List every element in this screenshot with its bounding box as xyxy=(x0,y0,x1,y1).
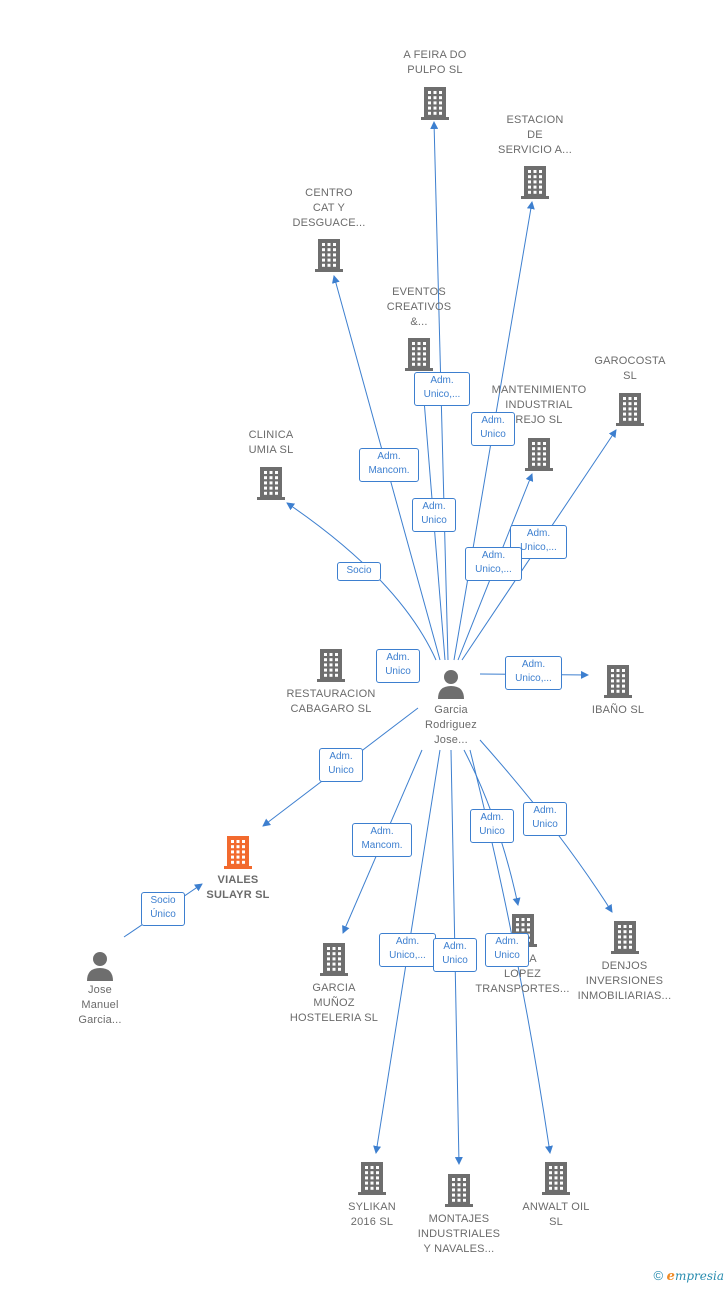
building-icon xyxy=(320,943,348,976)
node-label: RESTAURACION CABAGARO SL xyxy=(286,688,376,715)
node-garcia-munoz-hosteleria[interactable]: GARCIA MUÑOZ HOSTELERIA SL xyxy=(279,940,389,1030)
node-centro-cat-y-desguace[interactable]: CENTRO CAT Y DESGUACE... xyxy=(279,186,379,276)
edge-label-clinica[interactable]: Socio xyxy=(337,562,381,581)
node-person-jose-manuel-garcia[interactable]: Jose Manuel Garcia... xyxy=(60,948,140,1033)
edge-label-garcia-lopez[interactable]: Adm. Unico xyxy=(470,809,514,843)
person-icon xyxy=(438,670,464,699)
node-label: MONTAJES INDUSTRIALES Y NAVALES... xyxy=(417,1213,501,1255)
building-icon xyxy=(317,649,345,682)
copyright-symbol: © xyxy=(653,1268,664,1283)
node-a-feira-do-pulpo[interactable]: A FEIRA DO PULPO SL xyxy=(385,48,485,123)
building-icon xyxy=(616,393,644,426)
building-icon xyxy=(604,665,632,698)
node-sylikan-2016[interactable]: SYLIKAN 2016 SL xyxy=(322,1159,422,1234)
building-icon xyxy=(405,338,433,371)
node-clinica-umia[interactable]: CLINICA UMIA SL xyxy=(221,428,321,503)
node-denjos-inversiones[interactable]: DENJOS INVERSIONES INMOBILIARIAS... xyxy=(567,918,682,1008)
node-label: GAROCOSTA SL xyxy=(594,355,666,382)
building-icon xyxy=(358,1162,386,1195)
node-label: GARCIA MUÑOZ HOSTELERIA SL xyxy=(289,982,379,1024)
building-icon xyxy=(611,921,639,954)
node-label: A FEIRA DO PULPO SL xyxy=(403,49,467,76)
building-icon xyxy=(521,166,549,199)
building-icon xyxy=(542,1162,570,1195)
edge-label-mantenimiento[interactable]: Adm. Unico,... xyxy=(465,547,522,581)
brand-logo-text: mpresia xyxy=(674,1269,724,1283)
node-label: CENTRO CAT Y DESGUACE... xyxy=(292,187,366,229)
node-person-garcia-rodriguez-jose[interactable]: Garcia Rodriguez Jose... xyxy=(406,666,496,751)
edge-label-denjos[interactable]: Adm. Unico xyxy=(523,802,567,836)
node-label: VIALES SULAYR SL xyxy=(206,874,270,901)
node-label: ...CIA LOPEZ TRANSPORTES... xyxy=(475,953,570,995)
person-icon xyxy=(87,952,113,981)
node-ibano[interactable]: IBAÑO SL xyxy=(578,662,658,722)
edge-label-jose-manuel[interactable]: Socio Único xyxy=(141,892,185,926)
node-label: DENJOS INVERSIONES INMOBILIARIAS... xyxy=(577,960,672,1002)
building-icon xyxy=(315,239,343,272)
node-label: ANWALT OIL SL xyxy=(522,1201,590,1228)
building-icon xyxy=(257,467,285,500)
node-garocosta[interactable]: GAROCOSTA SL xyxy=(580,354,680,429)
building-icon xyxy=(445,1174,473,1207)
node-viales-sulayr[interactable]: VIALES SULAYR SL xyxy=(188,833,288,908)
node-label: CLINICA UMIA SL xyxy=(248,429,294,456)
edge-label-restauracion[interactable]: Adm. Unico xyxy=(376,649,420,683)
brand-logo-e: e xyxy=(666,1269,675,1284)
node-restauracion-cabagaro[interactable]: RESTAURACION CABAGARO SL xyxy=(276,646,386,721)
building-icon xyxy=(421,87,449,120)
edge-label-estacion[interactable]: Adm. Unico xyxy=(471,412,515,446)
node-label: Garcia Rodriguez Jose... xyxy=(425,704,477,746)
node-anwalt-oil[interactable]: ANWALT OIL SL xyxy=(506,1159,606,1234)
edge-label-viales[interactable]: Adm. Unico xyxy=(319,748,363,782)
building-icon xyxy=(525,438,553,471)
node-label: IBAÑO SL xyxy=(591,704,645,716)
node-label: ESTACION DE SERVICIO A... xyxy=(498,114,572,156)
edge-label-centro[interactable]: Adm. Mancom. xyxy=(359,448,419,482)
edge-label-ibano[interactable]: Adm. Unico,... xyxy=(505,656,562,690)
node-label: Jose Manuel Garcia... xyxy=(78,984,122,1026)
edge-clinica xyxy=(286,502,437,661)
node-mantenimiento-industrial-rejo[interactable]: MANTENIMIENTO INDUSTRIAL REJO SL xyxy=(479,383,599,473)
edge-label-anwalt[interactable]: Adm. Unico xyxy=(485,933,529,967)
edge-label-montajes[interactable]: Adm. Unico xyxy=(433,938,477,972)
node-montajes-industriales[interactable]: MONTAJES INDUSTRIALES Y NAVALES... xyxy=(404,1171,514,1261)
footer-brand: © empresia xyxy=(653,1268,724,1284)
node-estacion-de-servicio[interactable]: ESTACION DE SERVICIO A... xyxy=(485,113,585,203)
node-label: SYLIKAN 2016 SL xyxy=(348,1201,396,1228)
node-label: MANTENIMIENTO INDUSTRIAL REJO SL xyxy=(491,384,587,426)
node-label: EVENTOS CREATIVOS &... xyxy=(386,286,452,328)
node-eventos-creativos[interactable]: EVENTOS CREATIVOS &... xyxy=(369,285,469,375)
edge-label-sylikan[interactable]: Adm. Unico,... xyxy=(379,933,436,967)
edge-label-eventos[interactable]: Adm. Unico xyxy=(412,498,456,532)
building-icon xyxy=(224,836,252,869)
edge-label-garcia-munoz[interactable]: Adm. Mancom. xyxy=(352,823,412,857)
edge-label-feira[interactable]: Adm. Unico,... xyxy=(414,372,470,406)
